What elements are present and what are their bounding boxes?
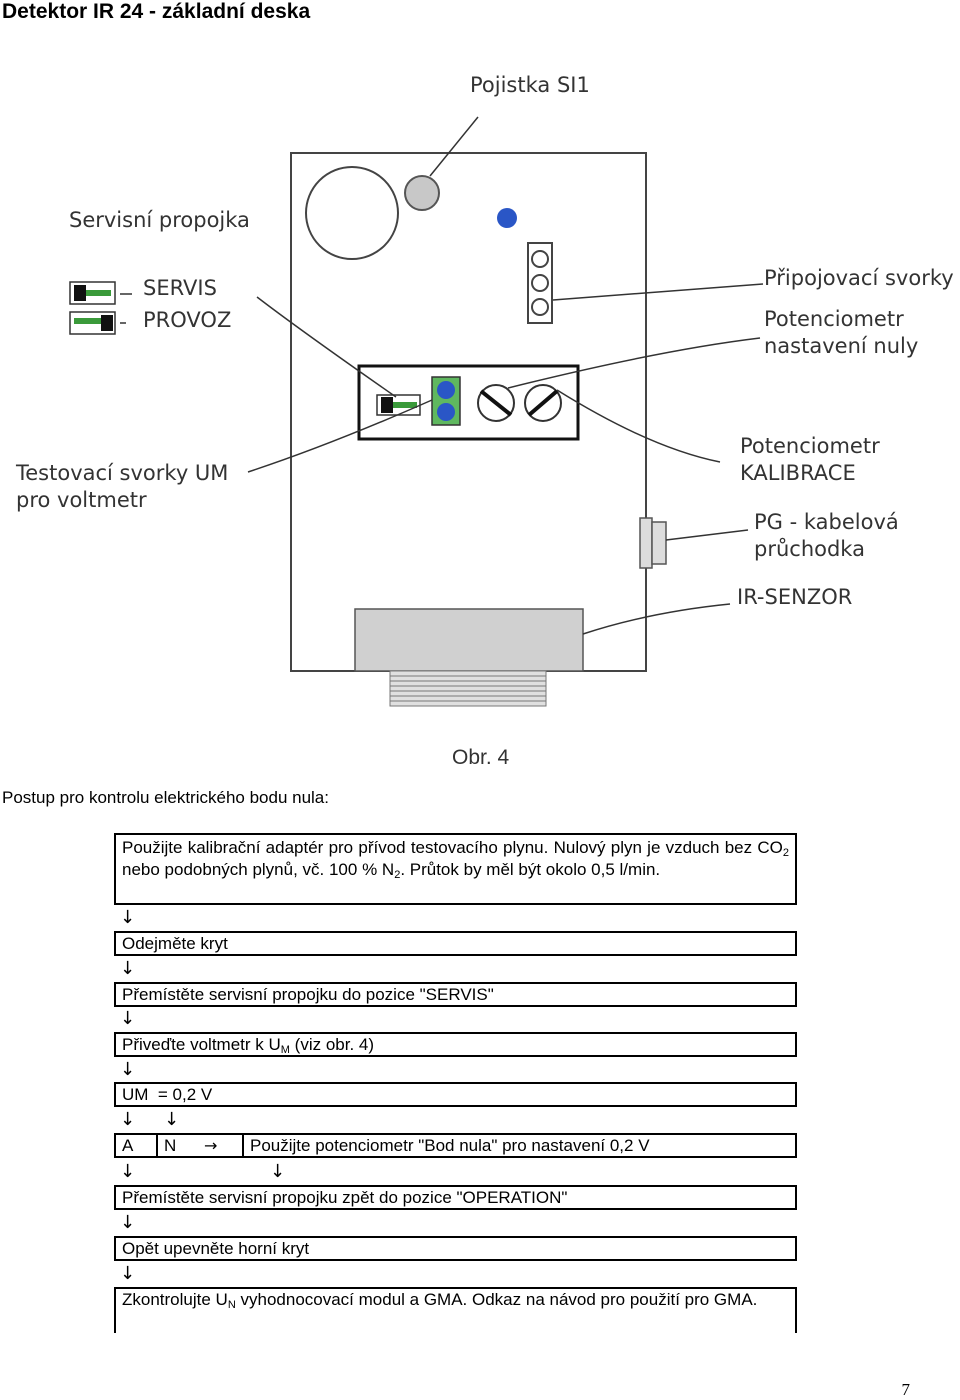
- cable-gland-icon: [639, 517, 653, 569]
- branch-a-label: A: [122, 1136, 134, 1155]
- label-sensor: IR-SENZOR: [737, 585, 852, 609]
- step-box-8: Zkontrolujte UN vyhodnocovací modul a GM…: [114, 1287, 797, 1333]
- arrow-down-icon: ↓: [120, 1161, 136, 1182]
- step-box-1: Použijte kalibrační adaptér pro přívod t…: [114, 833, 797, 905]
- potentiometer-zero-icon: [477, 384, 515, 422]
- arrow-down-icon: ↓: [120, 1059, 136, 1080]
- figure-caption: Obr. 4: [452, 746, 510, 769]
- step-box-5: UM = 0,2 V: [114, 1082, 797, 1107]
- label-test-1: Testovací svorky UM: [15, 461, 228, 485]
- label-pot-zero-1: Potenciometr: [764, 307, 904, 331]
- arrow-down-icon: ↓: [120, 1212, 136, 1233]
- step-box-6: Přemístěte servisní propojku zpět do poz…: [114, 1185, 797, 1210]
- fuse-icon: [404, 175, 440, 211]
- step-box-3: Přemístěte servisní propojku do pozice "…: [114, 982, 797, 1007]
- potentiometer-calibration-icon: [524, 384, 562, 422]
- arrow-down-icon: ↓: [120, 1263, 136, 1284]
- circuit-board-diagram: Pojistka SI1 Servisní propojka SERVIS PR…: [15, 73, 954, 707]
- label-service-jumper: Servisní propojka: [69, 208, 250, 232]
- arrow-down-icon: ↓: [270, 1161, 286, 1182]
- arrow-down-icon: ↓: [120, 958, 136, 979]
- label-pg-1: PG - kabelová: [754, 510, 899, 534]
- label-pot-zero-2: nastavení nuly: [764, 334, 918, 358]
- page-number: 7: [901, 1380, 911, 1399]
- label-provoz: PROVOZ: [143, 308, 231, 332]
- label-terminals: Připojovací svorky: [764, 266, 954, 290]
- arrow-down-icon: ↓: [164, 1109, 180, 1130]
- ir-sensor-block: [354, 608, 584, 672]
- led-icon: [497, 208, 517, 228]
- label-pot-cal-1: Potenciometr: [740, 434, 880, 458]
- label-servis: SERVIS: [143, 276, 217, 300]
- arrow-right-icon: →: [204, 1136, 218, 1155]
- label-fuse: Pojistka SI1: [470, 73, 590, 97]
- step-box-2: Odejměte kryt: [114, 931, 797, 956]
- label-test-2: pro voltmetr: [16, 488, 147, 512]
- arrow-down-icon: ↓: [120, 1109, 136, 1130]
- step-box-4: Přiveďte voltmetr k UM (viz obr. 4): [114, 1032, 797, 1057]
- label-pot-cal-2: KALIBRACE: [740, 461, 856, 485]
- arrow-down-icon: ↓: [120, 1008, 136, 1029]
- document-title: Detektor IR 24 - základní deska: [2, 0, 311, 23]
- branch-action: Použijte potenciometr "Bod nula" pro nas…: [250, 1136, 650, 1155]
- sensor-fins: [389, 670, 547, 707]
- label-pg-2: průchodka: [754, 537, 865, 561]
- branch-box: A N → Použijte potenciometr "Bod nula" p…: [114, 1133, 797, 1158]
- arrow-down-icon: ↓: [120, 907, 136, 928]
- procedure-intro: Postup pro kontrolu elektrického bodu nu…: [2, 788, 329, 807]
- branch-n-label: N: [164, 1136, 177, 1155]
- large-circle: [305, 166, 399, 260]
- step-box-7: Opět upevněte horní kryt: [114, 1236, 797, 1261]
